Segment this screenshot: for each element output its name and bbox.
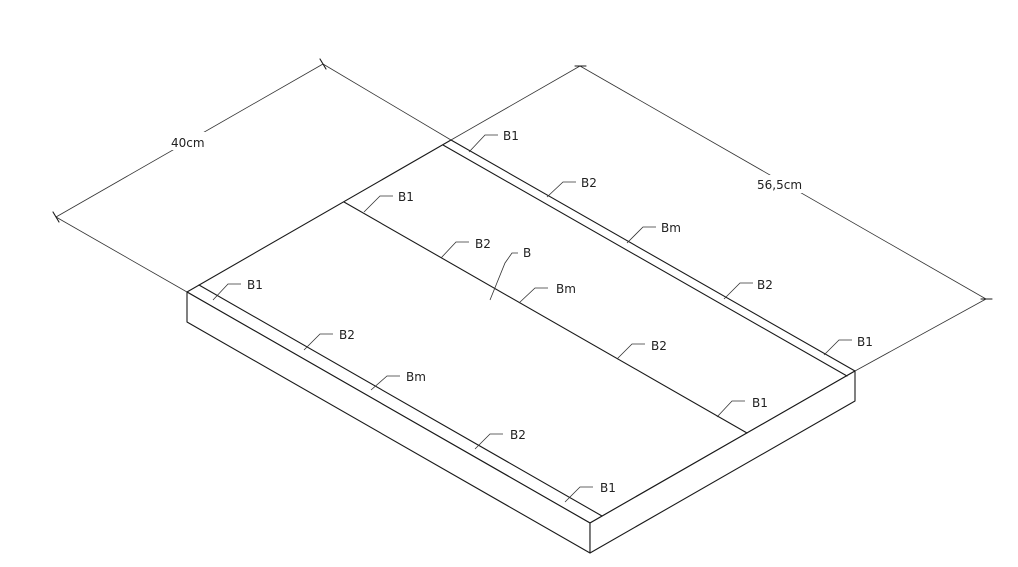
label-b2-center-2: B2 <box>616 339 667 360</box>
width-dimension-label: 40cm <box>171 136 205 150</box>
board-top-face <box>186 139 856 524</box>
label-bm-center: Bm <box>518 282 576 304</box>
label-b2-center-1: B2 <box>440 237 491 259</box>
label-bm-front: Bm <box>370 370 426 391</box>
label-b1-front-bottom: B1 <box>564 481 616 503</box>
svg-text:Bm: Bm <box>661 221 681 235</box>
center-seam-line <box>343 201 748 434</box>
svg-text:Bm: Bm <box>556 282 576 296</box>
svg-text:Bm: Bm <box>406 370 426 384</box>
label-b2-front-2: B2 <box>474 428 526 450</box>
board-side-face <box>589 370 856 554</box>
svg-text:B2: B2 <box>510 428 526 442</box>
front-edge-strip-line <box>198 284 603 517</box>
label-bm-back: Bm <box>626 221 681 244</box>
board <box>186 139 856 554</box>
label-b1-center-top: B1 <box>363 190 414 213</box>
dimension-width: 40cm <box>52 58 452 293</box>
label-b1-center-bottom: B1 <box>716 396 768 418</box>
svg-text:B1: B1 <box>398 190 414 204</box>
svg-text:B1: B1 <box>247 278 263 292</box>
svg-text:B2: B2 <box>581 176 597 190</box>
label-b1-back-bottom: B1 <box>823 335 873 356</box>
svg-text:B2: B2 <box>475 237 491 251</box>
label-b2-back-2: B2 <box>723 278 773 300</box>
label-b1-back-top: B1 <box>468 129 519 153</box>
label-b2-back-1: B2 <box>546 176 597 198</box>
callout-labels: B1 B2 Bm B2 B1 B1 B2 B <box>212 129 873 503</box>
back-edge-strip-line <box>442 144 848 377</box>
svg-text:B2: B2 <box>339 328 355 342</box>
svg-text:B2: B2 <box>651 339 667 353</box>
svg-text:B1: B1 <box>600 481 616 495</box>
svg-text:B1: B1 <box>503 129 519 143</box>
svg-text:B: B <box>523 246 531 260</box>
svg-text:B1: B1 <box>752 396 768 410</box>
label-b1-front-top: B1 <box>212 278 263 301</box>
dimension-length: 56,5cm <box>450 65 993 372</box>
svg-text:B2: B2 <box>757 278 773 292</box>
length-dimension-label: 56,5cm <box>757 178 802 192</box>
svg-text:B1: B1 <box>857 335 873 349</box>
label-b2-front-1: B2 <box>303 328 355 351</box>
label-b-panel: B <box>489 246 531 301</box>
